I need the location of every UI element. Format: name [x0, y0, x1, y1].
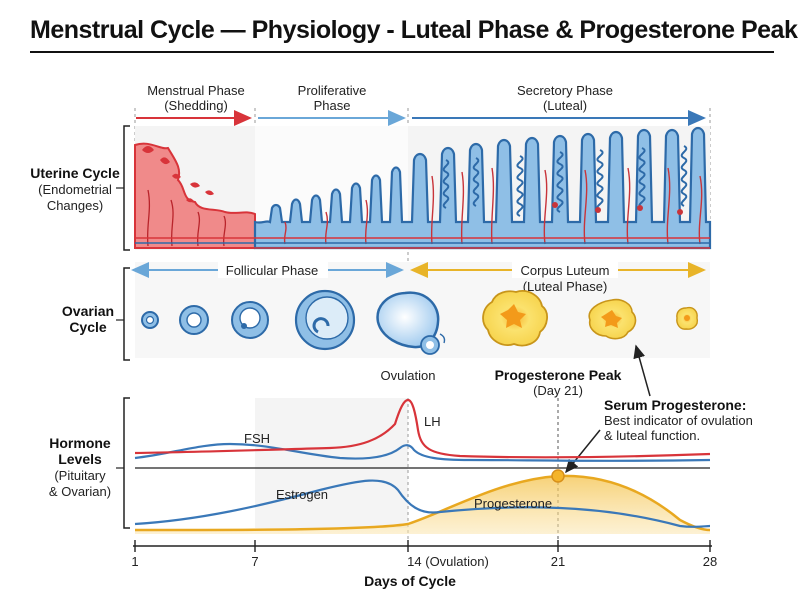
corpus-luteum-label: Corpus Luteum [521, 263, 610, 278]
hormone-row-title1: Hormone [49, 435, 111, 451]
fsh-curve [134, 442, 711, 462]
corpus-luteum-small [676, 306, 699, 330]
page-title: Menstrual Cycle — Physiology - Luteal Ph… [30, 16, 798, 44]
coiled-glands [442, 145, 688, 217]
menstrual-phase-label: Menstrual Phase [147, 83, 245, 98]
x-tick-14: 14 (Ovulation) [407, 554, 489, 569]
uterine-row-title: Uterine Cycle [30, 165, 120, 181]
title-rule [30, 51, 774, 53]
x-tick-7: 7 [251, 554, 258, 569]
hormone-row-sub2: & Ovarian) [49, 484, 111, 499]
follicle-stage-3 [231, 301, 269, 339]
ovarian-section: Follicular Phase Corpus Luteum (Luteal P… [62, 262, 710, 383]
ovulating-follicle [376, 291, 446, 355]
endometrium-layer [253, 126, 712, 250]
serum-arrow-to-peak [565, 429, 601, 474]
progesterone-curve [134, 474, 711, 532]
fsh-label: FSH [244, 431, 270, 446]
progesterone-peak-day: (Day 21) [533, 383, 583, 398]
estrogen-curve [134, 479, 711, 528]
progesterone-area [135, 475, 710, 534]
uterine-row-bracket [123, 125, 130, 251]
x-tick-21: 21 [551, 554, 565, 569]
uterine-row-sub1: (Endometrial [38, 182, 112, 197]
shedding-fragments [142, 146, 214, 203]
progesterone-label: Progesterone [474, 496, 552, 511]
serum-arrow-to-corpus [633, 344, 651, 397]
follicular-phase-label: Follicular Phase [226, 263, 319, 278]
progesterone-peak-title: Progesterone Peak [495, 367, 622, 383]
x-axis: 1 7 14 (Ovulation) 21 28 Days of Cycle [131, 540, 717, 589]
x-tick-28: 28 [703, 554, 717, 569]
ovarian-row-title1: Ovarian [62, 303, 114, 319]
secretory-phase-sublabel: (Luteal) [543, 98, 587, 113]
serum-progesterone-line1: Best indicator of ovulation [604, 413, 753, 428]
serum-progesterone-title: Serum Progesterone: [604, 397, 746, 413]
ovulation-label: Ovulation [381, 368, 436, 383]
hormone-row-bracket [123, 397, 130, 529]
hormone-section: Progesterone Peak (Day 21) Serum Progest… [49, 344, 753, 546]
spiral-arteries [283, 167, 703, 245]
corpus-luteum-sublabel: (Luteal Phase) [523, 279, 608, 294]
proliferative-phase-sublabel: Phase [314, 98, 351, 113]
ovarian-row-bracket [123, 267, 130, 361]
uterine-row-sub2: Changes) [47, 198, 103, 213]
uterine-section: Menstrual Phase (Shedding) Proliferative… [30, 83, 712, 360]
estrogen-label: Estrogen [276, 487, 328, 502]
hormone-row-title2: Levels [58, 451, 102, 467]
menstrual-phase-sublabel: (Shedding) [164, 98, 228, 113]
hormone-row-sub1: (Pituitary [54, 468, 106, 483]
lh-curve [134, 398, 711, 459]
corpus-luteum-large [482, 290, 548, 347]
progesterone-peak-marker [551, 469, 565, 483]
corpus-luteum-medium [588, 298, 637, 340]
ovarian-row-title2: Cycle [69, 319, 107, 335]
follicle-stage-2 [179, 305, 209, 335]
proliferative-phase-label: Proliferative [298, 83, 367, 98]
serum-progesterone-line2: & luteal function. [604, 428, 700, 443]
lh-label: LH [424, 414, 441, 429]
follicle-stage-1 [141, 311, 159, 329]
follicle-stage-4 [294, 289, 356, 351]
x-axis-title: Days of Cycle [364, 573, 456, 589]
x-tick-1: 1 [131, 554, 138, 569]
secretory-phase-label: Secretory Phase [517, 83, 613, 98]
